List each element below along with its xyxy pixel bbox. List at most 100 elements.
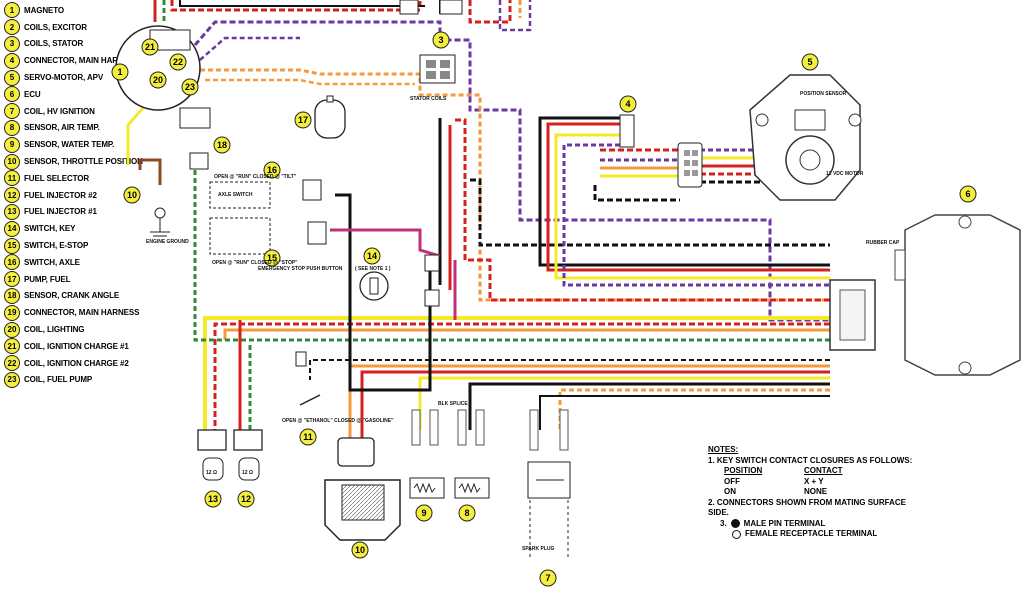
fuel-selector [295,351,321,406]
on-contact: NONE [804,487,828,496]
svg-text:3: 3 [438,35,443,45]
spark-plug-label: SPARK PLUG [522,546,555,552]
female-receptacle-icon [732,529,741,539]
wire-conn4-dash [562,143,830,287]
legend-label: CONNECTOR, MAIN HARNESS [24,308,140,318]
legend-item: 3 COILS, STATOR [4,35,144,53]
legend-label: SENSOR, AIR TEMP. [24,123,100,133]
legend-number: 15 [4,237,20,254]
legend-number: 1 [4,2,20,19]
legend-label: COILS, STATOR [24,39,84,49]
wire-red-dash-long [213,322,830,430]
note-1: 1. KEY SWITCH CONTACT CLOSURES AS FOLLOW… [708,455,913,465]
legend-label: COIL, LIGHTING [24,325,85,335]
connector-3 [419,54,456,84]
col-position: POSITION [724,466,763,475]
wire-orange-2 [205,78,415,86]
legend-label: SENSOR, WATER TEMP. [24,140,115,150]
notes-title: NOTES: [708,445,739,454]
legend-number: 22 [4,355,20,372]
callout-21: 21 [141,38,159,56]
open-stop-label: OPEN @ "RUN" CLOSED @ "STOP" [212,260,298,266]
legend-number: 16 [4,254,20,271]
wire-orange-main [200,68,830,302]
rubber-cap-label: RUBBER CAP [866,240,900,246]
callout-8: 8 [458,504,476,522]
servo-connector [677,142,703,188]
wire-red-main [455,118,830,302]
legend-label: COILS, EXCITOR [24,22,87,32]
axle-switch [209,179,322,209]
callout-1: 1 [111,63,129,81]
svg-text:14: 14 [367,251,377,261]
legend-label: COIL, IGNITION CHARGE #1 [24,341,129,351]
wire-harness [126,0,830,440]
hv-ignition-coil [527,409,571,560]
ecu [894,214,1021,376]
water-temp-sensor [409,409,445,499]
on-position: ON [724,487,736,496]
legend-label: SWITCH, KEY [24,224,76,234]
legend-number: 6 [4,86,20,103]
svg-text:6: 6 [965,189,970,199]
callout-15: 15 [263,249,281,267]
key-switch [359,254,440,307]
callout-16: 16 [263,161,281,179]
callout-14: 14 [363,247,381,265]
svg-text:4: 4 [625,99,630,109]
callout-17: 17 [294,111,312,129]
svg-text:15: 15 [267,253,277,263]
legend-item: 8 SENSOR, AIR TEMP. [4,119,144,137]
legend-label: COIL, HV IGNITION [24,106,95,116]
svg-text:17: 17 [298,115,308,125]
svg-text:16: 16 [267,165,277,175]
notes-block: NOTES: 1. KEY SWITCH CONTACT CLOSURES AS… [708,445,928,540]
legend-label: SERVO-MOTOR, APV [24,73,104,83]
legend-number: 21 [4,338,20,355]
inj1-resistance: 12 Ω [206,470,217,476]
legend-number: 8 [4,119,20,136]
position-sensor-label: POSITION SENSOR [800,91,847,97]
wire-purple-2 [199,36,300,61]
callout-22: 22 [169,53,187,71]
wire-purple-main [193,20,830,322]
wire-green-long [193,160,830,342]
callout-10b: 10 [351,541,369,559]
callout-18: 18 [213,136,231,154]
note-3: 3. [720,518,727,528]
estop-button-label: EMERGENCY STOP PUSH BUTTON [258,266,343,272]
legend-label: COIL, FUEL PUMP [24,375,93,385]
svg-text:20: 20 [153,75,163,85]
wire-yellow-long [203,316,830,430]
legend-label: PUMP, FUEL [24,274,71,284]
legend-label: SENSOR, THROTTLE POSITION [24,157,143,167]
legend-number: 11 [4,170,20,187]
axle-switch-label: AXLE SWITCH [218,192,253,198]
injector-12 [233,429,263,481]
svg-text:18: 18 [217,140,227,150]
legend-number: 3 [4,35,20,52]
svg-text:12: 12 [241,494,251,504]
callouts: 1 21 20 22 23 3 4 5 6 17 18 10 16 15 14 … [111,31,977,587]
col-contact: CONTACT [804,466,843,475]
note-2: 2. CONNECTORS SHOWN FROM MATING SURFACE … [708,497,906,518]
connector-4 [619,114,635,148]
ecu-connector [829,279,876,351]
